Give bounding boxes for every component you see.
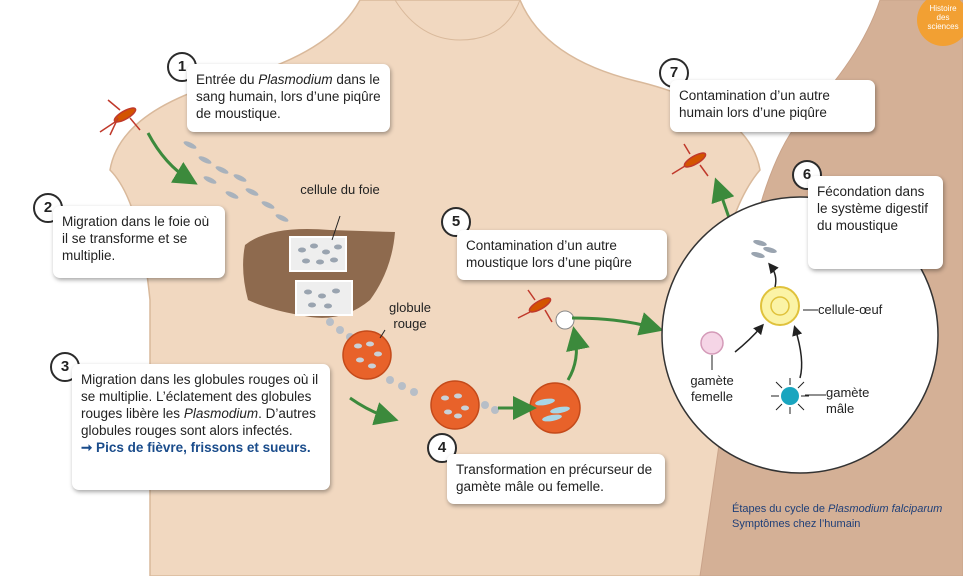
step-6-text: Fécondation dans le système digestif du … (817, 184, 928, 233)
caption-line-2: Symptômes chez l’humain (732, 517, 957, 532)
red-cell-label: globule rouge (380, 300, 440, 332)
caption: Étapes du cycle de Plasmodium falciparum… (732, 502, 957, 532)
step-7-text: Contamination d’un autre humain lors d’u… (679, 88, 830, 120)
egg-cell (761, 287, 799, 325)
step-6-box: Fécondation dans le système digestif du … (808, 176, 943, 269)
male-gamete-label: gamète mâle (826, 385, 874, 417)
red-cell-2 (431, 381, 479, 429)
step-5-text: Contamination d’un autre moustique lors … (466, 238, 632, 270)
step-4-box: Transformation en précurseur de gamète m… (447, 454, 665, 504)
history-badge-text: Histoire des sciences (923, 4, 963, 31)
step-4-text: Transformation en précurseur de gamète m… (456, 462, 652, 494)
caption-line-1-pre: Étapes du cycle de (732, 503, 828, 515)
zoom-origin (556, 311, 574, 329)
liver-cell-1 (290, 237, 346, 271)
liver-cell-label: cellule du foie (300, 182, 380, 198)
female-gamete-label: gamète femelle (680, 373, 744, 405)
step-3-text-italic: Plasmodium (184, 406, 258, 421)
step-1-text-pre: Entrée du (196, 72, 258, 87)
step-3-box: Migration dans les globules rouges où il… (72, 364, 330, 490)
step-2-text: Migration dans le foie où il se transfor… (62, 214, 209, 263)
female-gamete (701, 332, 723, 354)
step-2-box: Migration dans le foie où il se transfor… (53, 206, 225, 278)
step-5-box: Contamination d’un autre moustique lors … (457, 230, 667, 280)
caption-line-1-italic: Plasmodium falciparum (828, 503, 942, 515)
step-3-symptom: ➞ Pics de fièvre, frissons et sueurs. (81, 439, 321, 456)
male-gamete (771, 378, 809, 414)
red-cell-1 (343, 331, 391, 379)
caption-line-1: Étapes du cycle de Plasmodium falciparum (732, 502, 957, 517)
step-7-box: Contamination d’un autre humain lors d’u… (670, 80, 875, 132)
step-1-text-italic: Plasmodium (258, 72, 332, 87)
egg-cell-label: cellule-œuf (818, 302, 898, 318)
step-1-box: Entrée du Plasmodium dans le sang humain… (187, 64, 390, 132)
red-cell-3 (530, 383, 580, 433)
